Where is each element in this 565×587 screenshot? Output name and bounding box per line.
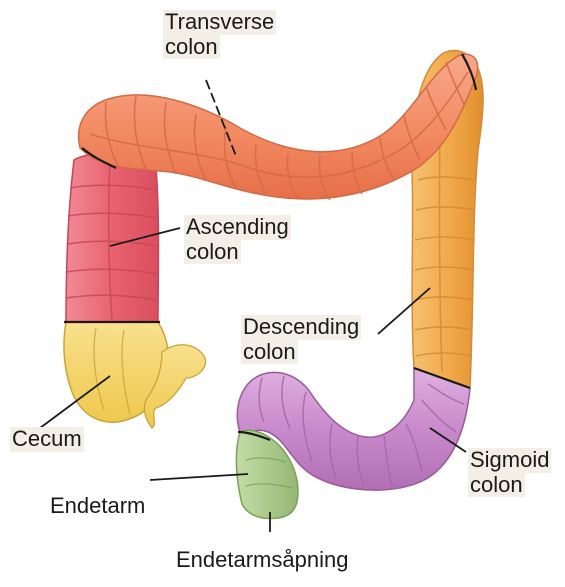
cecum	[64, 322, 206, 428]
leader-rectum	[150, 474, 248, 480]
label-rectum: Endetarm	[50, 494, 145, 519]
label-descending-colon: Descending colon	[241, 315, 361, 364]
label-ascending-colon: Ascending colon	[184, 215, 291, 264]
label-sigmoid-colon: Sigmoid colon	[468, 448, 551, 497]
label-cecum: Cecum	[10, 427, 84, 452]
label-transverse-colon: Transverse colon	[163, 10, 276, 59]
label-anus: Endetarmsåpning	[176, 548, 348, 573]
